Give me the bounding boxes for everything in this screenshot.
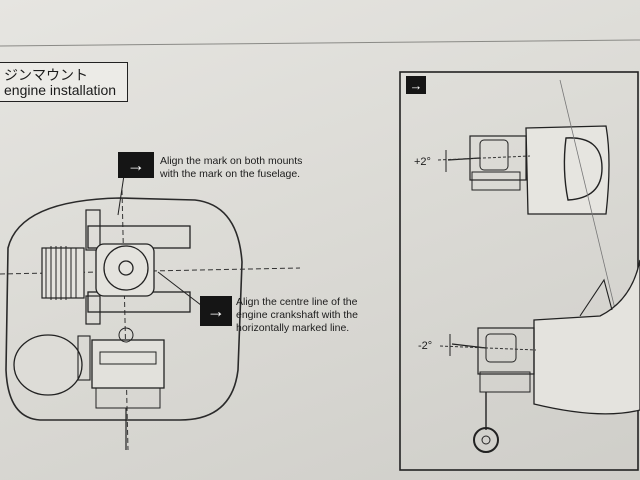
vertical-center-line [121, 189, 129, 451]
mount-bracket-bottom [85, 295, 101, 325]
arrow-icon: → [200, 296, 232, 326]
note-line: horizontally marked line. [236, 322, 350, 334]
crankshaft-hub [118, 260, 134, 276]
crankshaft-alignment-note: Align the centre line of the engine cran… [236, 296, 358, 335]
note-line: Align the mark on both mounts [160, 155, 303, 167]
header-rule [0, 39, 640, 47]
downthrust-angle-label: -2° [418, 340, 433, 352]
upthrust-angle-label: +2° [414, 156, 431, 168]
arrow-icon: → [406, 76, 426, 94]
fuel-tank [13, 334, 91, 396]
firewall-outline [5, 197, 243, 421]
engine-cylinder [41, 246, 85, 300]
mount-alignment-note: Align the mark on both mounts with the m… [160, 155, 302, 181]
section-title-box: ジンマウント engine installation [0, 62, 128, 102]
mount-bracket-top [85, 209, 101, 251]
side-view-up [437, 79, 621, 331]
note-line: with the mark on the fuselage. [160, 168, 301, 180]
note-line: Align the centre line of the [236, 296, 358, 308]
section-title-english: engine installation [4, 82, 117, 98]
note-line: engine crankshaft with the [236, 309, 358, 321]
servo-tray [91, 327, 165, 450]
arrow-icon: → [118, 152, 154, 178]
crankcase-ring [103, 245, 149, 291]
section-title-japanese: ジンマウント [4, 67, 88, 83]
